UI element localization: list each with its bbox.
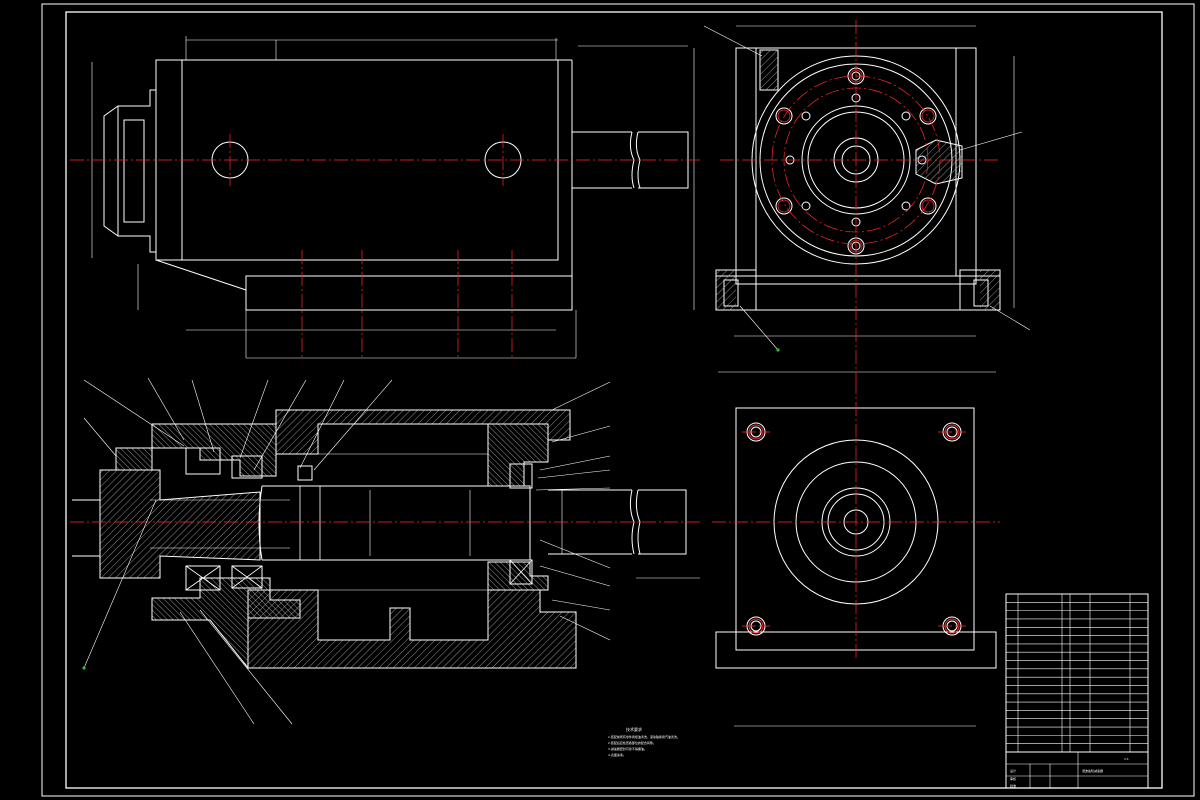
- title-block-checker: 审核: [1010, 776, 1016, 781]
- side-view-hatch-foot-l: [716, 270, 736, 310]
- notes-line-1: 1.装配前所有零件用煤油清洗，滚动轴承用汽油清洗。: [608, 734, 680, 739]
- notes-line-3: 3.减速器密封可靠不得漏油。: [608, 746, 647, 751]
- title-block-approver: 批准: [1010, 783, 1016, 788]
- parts-list: [1005, 593, 1149, 789]
- leader-dots: [82, 348, 780, 670]
- title-block-scale: 1:1: [1124, 757, 1129, 761]
- top-view-red-holes: [748, 424, 960, 634]
- side-view-hatch-left: [760, 50, 778, 90]
- notes-line-2: 2.装配后应检查各部位的配合间隙。: [608, 740, 656, 745]
- title-block-designer: 设计: [1010, 768, 1016, 773]
- notes-line-4: 4.表面涂漆。: [608, 752, 626, 757]
- outer-border: [41, 3, 1195, 797]
- side-view-centerlines: [720, 20, 1000, 380]
- section-view: [72, 409, 687, 670]
- front-view: [91, 36, 695, 359]
- section-view-leaders: [83, 25, 1031, 725]
- title-block-name: 谐波齿轮减速器: [1082, 768, 1103, 773]
- side-view-hatch-foot-r: [980, 270, 1000, 310]
- inner-border: [65, 11, 1163, 789]
- side-view-red-holes: [777, 69, 935, 253]
- front-view-centerlines: [70, 134, 700, 360]
- top-view-centerlines: [712, 380, 1000, 660]
- notes-heading: 技术要求: [626, 726, 642, 732]
